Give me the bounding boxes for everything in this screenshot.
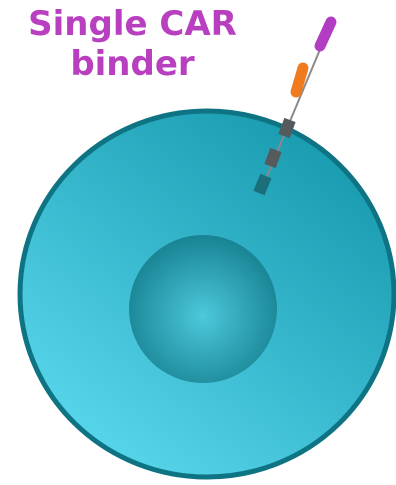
nucleus-icon <box>129 235 277 383</box>
receptor-intracellular-domain <box>259 176 266 193</box>
receptor-domain-2 <box>270 150 276 166</box>
receptor-binder-tip <box>320 22 331 46</box>
receptor-domain-1 <box>284 120 290 136</box>
receptor-linker <box>296 68 303 92</box>
